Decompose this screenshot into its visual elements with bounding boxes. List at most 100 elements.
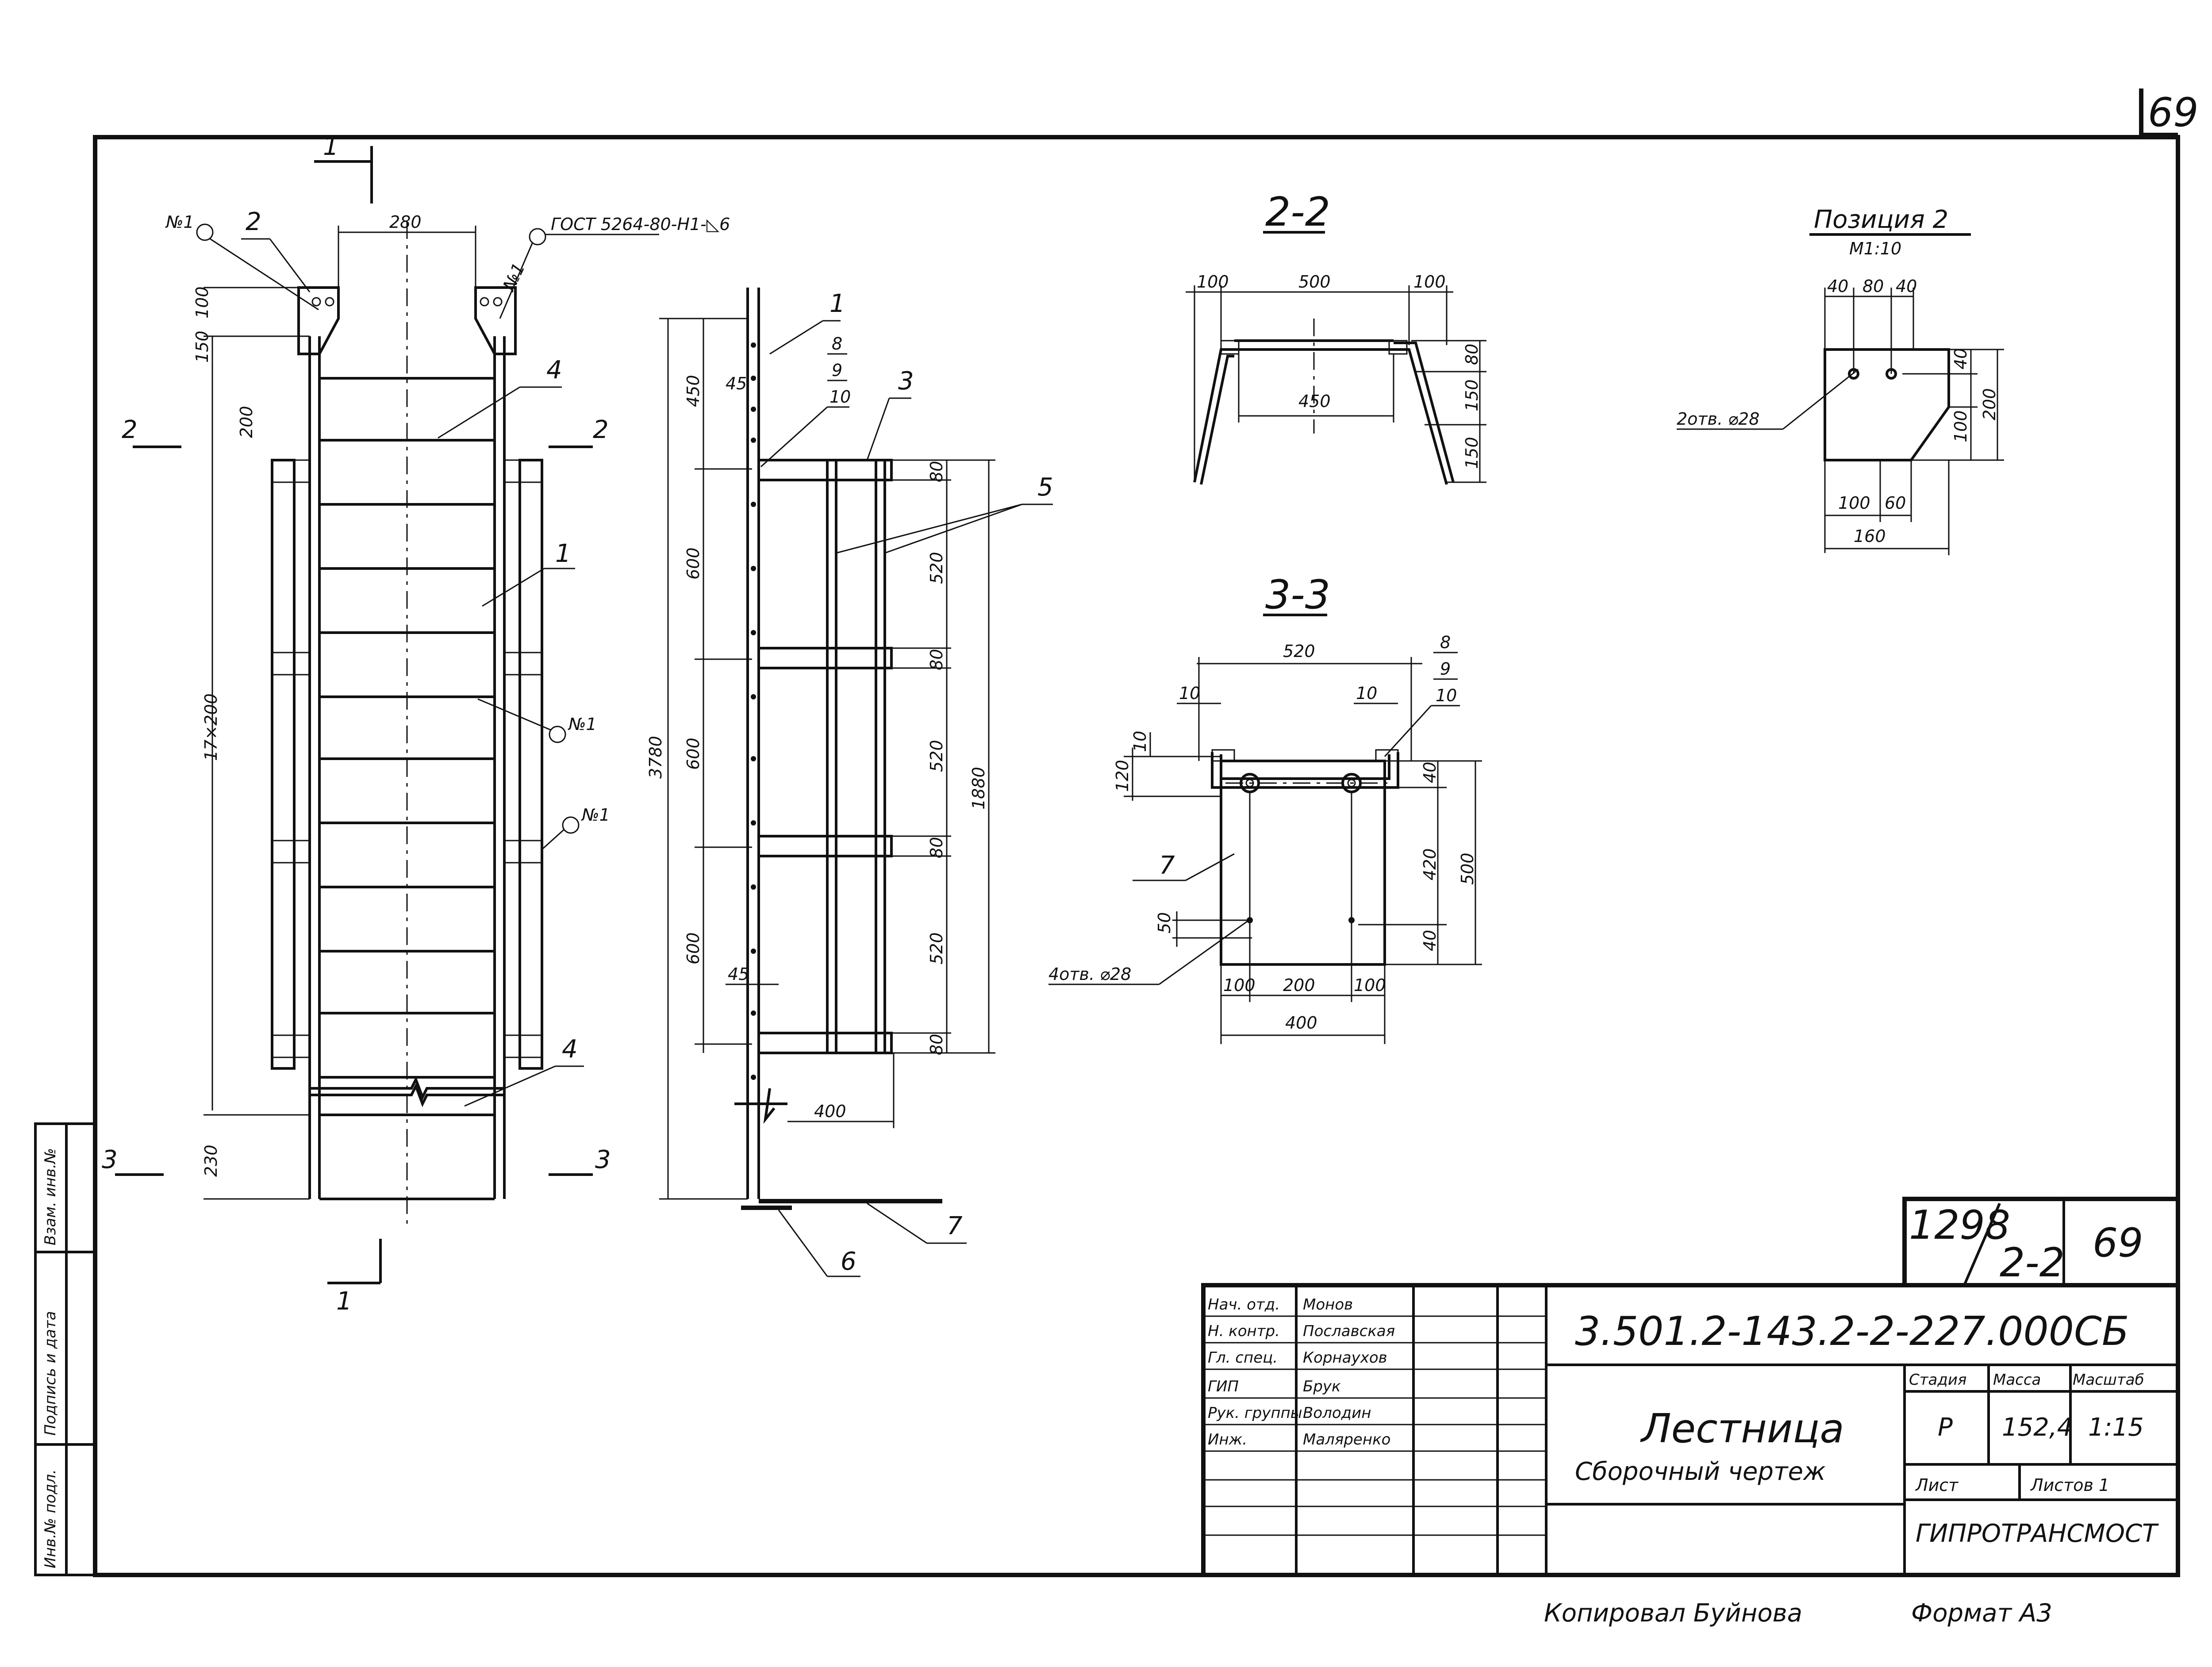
side-pos-10: 10 [830,387,851,407]
side-dim-600-a: 600 [684,547,703,580]
staff-name-4: Володин [1303,1404,1371,1422]
pos2-dim-40-vert: 40 [1951,348,1970,369]
front-dim-17x200: 17×200 [201,693,221,761]
title-block: Нач. отд. Монов Н. контр. Пославская Гл.… [1201,1283,2180,1577]
s33-pos-7: 7 [1159,851,1175,880]
sheet-number: 69 [2093,1220,2143,1266]
pos2-title: Позиция 2 [1814,205,1948,234]
s33-dim-520: 520 [1283,641,1315,661]
side-dim-600-b: 600 [684,737,703,770]
side-pos-6: 6 [841,1247,856,1276]
sheets-label: Листов 1 [2030,1475,2109,1495]
s33-holes-note: 4отв. ⌀28 [1048,964,1131,984]
col-scale: Масштаб [2073,1371,2144,1389]
front-dim-200: 200 [237,406,256,438]
section-mark-2-left: 2 [122,415,138,444]
side-dim-80-a: 80 [927,461,946,482]
weld-mark-low: №1 [581,805,610,825]
col-mass: Масса [1993,1371,2041,1389]
s33-pos-9: 9 [1440,659,1451,679]
staff-role-1: Н. контр. [1208,1322,1280,1340]
side-dim-45-bottom: 45 [728,964,749,984]
organization: ГИПРОТРАНСМОСТ [1916,1519,2159,1548]
staff-role-5: Инж. [1208,1431,1247,1448]
front-dim-230: 230 [201,1145,221,1177]
s33-dim-400: 400 [1285,1013,1317,1033]
staff-role-0: Нач. отд. [1208,1296,1280,1314]
s22-dim-150-b: 150 [1462,437,1482,469]
side-dim-80-b: 80 [927,649,946,670]
side-pos-1: 1 [830,289,845,318]
s33-pos-8: 8 [1440,633,1451,652]
front-dim-100: 100 [192,286,212,319]
side-view: 3780 450 600 600 600 45 45 80 520 80 520… [646,288,1053,1277]
s33-dim-40-top: 40 [1420,762,1440,783]
section-mark-1-top: 1 [323,132,339,161]
corner-sheet-number: 69 [2148,89,2199,136]
section-3-3: 3-3 520 10 10 120 10 [1048,572,1482,1044]
section-2-2-title: 2-2 [1265,189,1330,235]
side-dim-400: 400 [814,1102,846,1121]
drawing-subtitle: Сборочный чертеж [1575,1457,1825,1486]
s22-dim-150-a: 150 [1462,379,1482,411]
side-dim-80-d: 80 [927,1034,946,1055]
side-dim-520-c: 520 [927,932,946,964]
pos2-holes-note: 2отв. ⌀28 [1677,409,1759,429]
drawing-title: Лестница [1640,1406,1844,1452]
pos2-dim-100: 100 [1838,493,1870,513]
staff-name-3: Брук [1303,1378,1341,1395]
position-2-detail: Позиция 2 М1:10 40 80 40 40 100 200 100 … [1677,205,2004,555]
front-dim-150: 150 [192,330,212,363]
s33-dim-420: 420 [1420,848,1440,880]
mass-value: 152,4 [2002,1413,2073,1442]
stamp-replaced-inv: Взам. инв.№ [42,1148,59,1245]
front-pos-4-top: 4 [546,356,562,384]
weld-mark-mid: №1 [568,714,597,734]
front-view: 280 100 150 200 17×200 230 1 1 2 2 3 3 №… [102,132,730,1316]
s22-dim-100-left: 100 [1197,272,1229,292]
section-3-3-title: 3-3 [1265,572,1330,618]
side-pos-5: 5 [1037,473,1053,502]
s33-dim-10-right: 10 [1356,684,1377,703]
staff-role-2: Гл. спец. [1208,1349,1278,1367]
side-dim-45-top: 45 [726,374,747,393]
pos2-dim-40-a: 40 [1827,277,1848,296]
front-pos-1: 1 [555,539,571,568]
s33-dim-100-left: 100 [1223,976,1256,995]
stamp-signature-date: Подпись и дата [42,1311,59,1436]
front-pos-2: 2 [246,207,261,236]
pos2-dim-80: 80 [1863,277,1884,296]
pos2-dim-160: 160 [1854,526,1886,546]
s33-dim-40-bottom: 40 [1420,930,1440,951]
pos2-dim-100-vert: 100 [1951,410,1970,442]
sheet-code: 1298 [1909,1202,2010,1248]
sheet-sub: 2-2 [2000,1240,2065,1286]
pos2-dim-200-vert: 200 [1980,388,1999,420]
section-2-2: 2-2 100 500 100 450 80 150 150 [1186,189,1486,485]
weld-mark-top-right: №1 [499,260,529,294]
staff-name-5: Маляренко [1303,1431,1390,1448]
weld-mark-top-left: №1 [165,212,194,232]
s33-pos-10: 10 [1436,686,1457,705]
section-mark-2-right: 2 [593,415,609,444]
section-mark-1-bottom: 1 [336,1287,352,1316]
side-pos-8: 8 [832,334,842,353]
side-pos-3: 3 [898,367,914,396]
s22-dim-450: 450 [1298,392,1331,411]
section-mark-3-right: 3 [595,1145,611,1174]
s33-dim-120: 120 [1113,760,1132,792]
pos2-dim-40-b: 40 [1896,277,1917,296]
s33-dim-200: 200 [1283,976,1315,995]
pos2-scale: М1:10 [1849,239,1901,258]
stamp-inv-original: Инв.№ подл. [42,1469,59,1568]
s22-dim-100-right: 100 [1413,272,1446,292]
section-mark-3-left: 3 [102,1145,118,1174]
sheet-label: Лист [1915,1475,1959,1495]
staff-name-2: Корнаухов [1303,1349,1387,1367]
sheet-number-box: 1298 2-2 69 [1902,1197,2180,1287]
s33-dim-10-left: 10 [1179,684,1200,703]
drawing-designation: 3.501.2-143.2-2-227.000СБ [1575,1308,2129,1355]
s33-dim-500: 500 [1458,853,1477,885]
s22-dim-80: 80 [1462,344,1482,365]
side-dim-520-b: 520 [927,740,946,772]
